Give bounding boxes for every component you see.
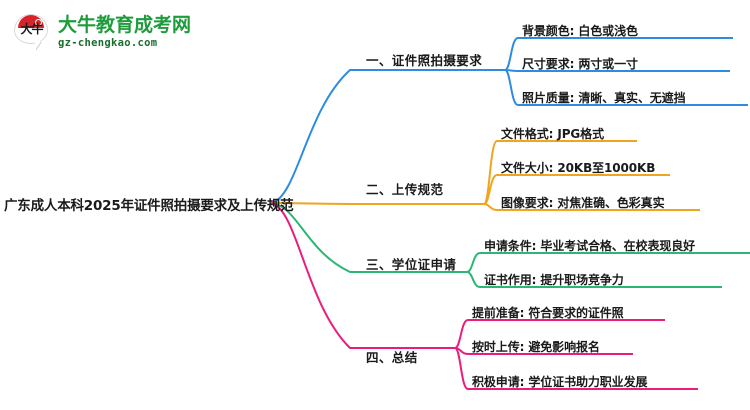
mindmap-leaf-link [504, 37, 519, 71]
mindmap-leaf-label[interactable]: 文件格式: JPG格式 [501, 127, 604, 141]
mindmap-branch-link [271, 202, 468, 273]
logo-domain: gz-chengkao.com [58, 37, 158, 49]
mindmap-leaf-link [454, 347, 469, 390]
speech-bubble-tail [35, 39, 41, 50]
mindmap-branch-label[interactable]: 一、证件照拍摄要求 [366, 53, 483, 68]
mindmap-leaf-link [466, 271, 481, 288]
mindmap-leaf-label[interactable]: 尺寸要求: 两寸或一寸 [522, 57, 638, 71]
mindmap-leaf-label[interactable]: 按时上传: 避免影响报名 [472, 340, 600, 354]
mindmap-branch-link [271, 202, 485, 205]
logo-bubble-icon: 大牛 [12, 11, 52, 53]
mindmap-leaf-link [483, 140, 498, 205]
mindmap-leaf-link [483, 203, 498, 211]
logo-title: 大牛教育成考网 [58, 14, 192, 36]
mindmap-root-label: 广东成人本科2025年证件照拍摄要求及上传规范 [4, 198, 294, 214]
mindmap-leaf-label[interactable]: 申请条件: 毕业考试合格、在校表现良好 [484, 239, 696, 253]
red-dot-shape [35, 19, 42, 26]
mindmap-branch-label[interactable]: 三、学位证申请 [366, 257, 457, 272]
mindmap-branch-link [271, 69, 506, 204]
mindmap-leaf-label[interactable]: 背景颜色: 白色或浅色 [522, 24, 638, 38]
mindmap-branch-link [271, 202, 456, 349]
site-logo: 大牛 大牛教育成考网 gz-chengkao.com [12, 8, 202, 56]
mindmap-leaf-link [454, 319, 469, 349]
mindmap-leaf-label[interactable]: 文件大小: 20KB至1000KB [501, 161, 656, 175]
logo-text-block: 大牛教育成考网 gz-chengkao.com [58, 14, 202, 50]
mindmap-leaf-label[interactable]: 证书作用: 提升职场竞争力 [484, 273, 624, 287]
mindmap-leaf-label[interactable]: 照片质量: 清晰、真实、无遮挡 [522, 91, 686, 105]
mindmap-leaf-label[interactable]: 提前准备: 符合要求的证件照 [472, 306, 624, 320]
mindmap-branch-label[interactable]: 二、上传规范 [366, 182, 444, 197]
logo-mark-text: 大牛 [20, 22, 43, 36]
mindmap-leaf-link [466, 252, 481, 273]
mindmap-leaf-link [504, 69, 519, 106]
mindmap-branch-label[interactable]: 四、总结 [366, 350, 418, 365]
mindmap-leaf-label[interactable]: 积极申请: 学位证书助力职业发展 [472, 375, 648, 389]
mindmap-leaf-label[interactable]: 图像要求: 对焦准确、色彩真实 [501, 196, 665, 210]
